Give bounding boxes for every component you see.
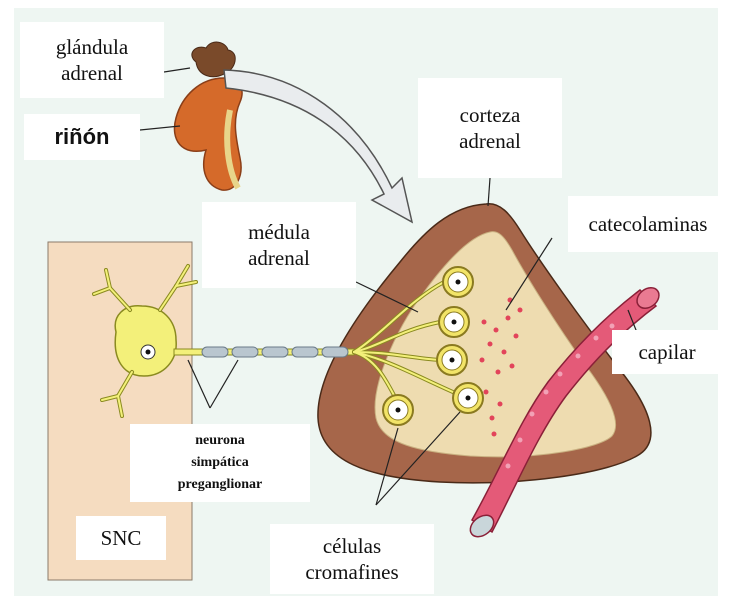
label-rinon-text: riñón [55, 124, 110, 150]
label-capilar: capilar [612, 330, 722, 374]
label-corteza-adrenal: corteza adrenal [418, 78, 562, 178]
label-neurona-text: neurona simpática preganglionar [178, 430, 263, 496]
label-glandula-adrenal: glándula adrenal [20, 22, 164, 98]
label-corteza-text: corteza adrenal [459, 102, 521, 154]
label-medula-text: médula adrenal [248, 219, 310, 271]
label-celulas-text: células cromafines [305, 533, 398, 585]
label-snc: SNC [76, 516, 166, 560]
label-neurona-simpatica: neurona simpática preganglionar [130, 424, 310, 502]
label-capilar-text: capilar [638, 339, 695, 365]
label-medula-adrenal: médula adrenal [202, 202, 356, 288]
label-snc-text: SNC [101, 525, 142, 551]
label-catecolaminas: catecolaminas [568, 196, 728, 252]
label-celulas-cromafines: células cromafines [270, 524, 434, 594]
label-catecolaminas-text: catecolaminas [589, 211, 708, 237]
label-glandula-text: glándula adrenal [56, 34, 128, 86]
label-rinon: riñón [24, 114, 140, 160]
